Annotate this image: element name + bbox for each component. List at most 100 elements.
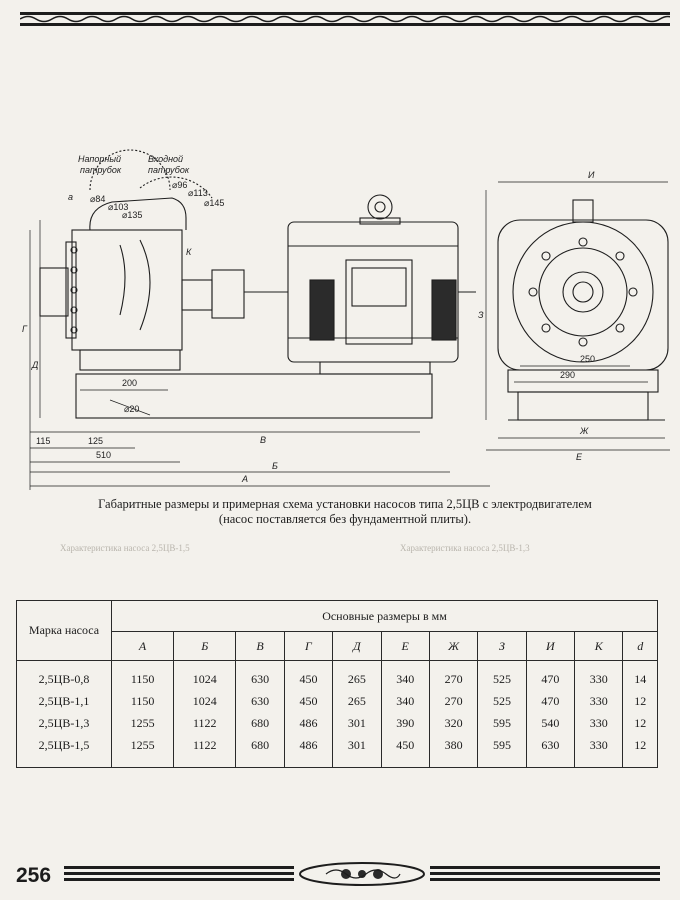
value-cell: 330 xyxy=(573,712,624,734)
bleed-through-text-right: Характеристика насоса 2,5ЦВ-1,3 xyxy=(400,543,530,553)
dim-letter-A: А xyxy=(241,474,248,484)
value-cell: 486 xyxy=(283,734,334,768)
col-header-E: Е xyxy=(380,631,430,661)
coupling xyxy=(181,269,288,319)
dim-290: 290 xyxy=(560,370,575,380)
col-header-V: В xyxy=(235,631,285,661)
bleed-through-text-left: Характеристика насоса 2,5ЦВ-1,5 xyxy=(60,543,190,553)
value-cell: 270 xyxy=(428,660,479,690)
dimensions-table: Марка насоса Основные размеры в мм А Б В… xyxy=(16,600,658,768)
dim-125: 125 xyxy=(88,436,103,446)
table-row: 2,5ЦВ-1,5 1255 1122 680 486 301 450 380 … xyxy=(16,734,658,768)
value-cell: 595 xyxy=(477,734,527,768)
value-cell: 14 xyxy=(622,660,658,690)
inlet-label-line1: Входной xyxy=(148,154,183,164)
flange-dim-145: ⌀145 xyxy=(204,198,224,208)
value-cell: 330 xyxy=(573,734,624,768)
value-cell: 486 xyxy=(283,712,334,734)
flange-dim-103: ⌀103 xyxy=(108,202,128,212)
caption-line-2: (насос поставляется без фундаментной пли… xyxy=(218,512,472,526)
value-cell: 450 xyxy=(283,690,334,712)
dim-letter-D: Д xyxy=(31,360,39,370)
bottom-ornament-band xyxy=(64,862,660,886)
value-cell: 1122 xyxy=(173,712,237,734)
dim-letter-a: а xyxy=(68,192,73,202)
value-cell: 470 xyxy=(525,660,576,690)
value-cell: 1122 xyxy=(173,734,237,768)
flange-dim-84: ⌀84 xyxy=(90,194,105,204)
value-cell: 1150 xyxy=(110,690,175,712)
dim-letter-G: Г xyxy=(22,324,28,334)
value-cell: 1150 xyxy=(110,660,175,690)
value-cell: 265 xyxy=(332,690,382,712)
col-header-Z: З xyxy=(477,631,527,661)
discharge-label-line1: Напорный xyxy=(78,154,121,164)
value-cell: 630 xyxy=(235,660,285,690)
pump-installation-drawing: Напорный патрубок Входной патрубок ⌀84 ⌀… xyxy=(22,149,670,490)
side-dimensions xyxy=(29,220,490,490)
col-header-D: Д xyxy=(332,631,382,661)
value-cell: 470 xyxy=(525,690,576,712)
col-header-G: Г xyxy=(283,631,334,661)
value-cell: 12 xyxy=(622,690,658,712)
dim-letter-Zh: Ж xyxy=(579,426,589,436)
value-cell: 540 xyxy=(525,712,576,734)
col-header-K: К xyxy=(573,631,624,661)
dimensions-group-header: Основные размеры в мм xyxy=(111,600,658,632)
discharge-label-line2: патрубок xyxy=(80,165,122,175)
col-header-A: А xyxy=(110,631,175,661)
motor-side-view xyxy=(287,194,476,375)
pump-front-view xyxy=(497,199,669,421)
dim-letter-Z: З xyxy=(478,310,484,320)
value-cell: 1024 xyxy=(173,690,237,712)
value-cell: 390 xyxy=(380,712,430,734)
dim-250: 250 xyxy=(580,354,595,364)
dim-115: 115 xyxy=(36,436,50,446)
dim-letter-I: И xyxy=(588,170,595,180)
col-header-d: d xyxy=(622,631,658,661)
table-row: 2,5ЦВ-1,1 1150 1024 630 450 265 340 270 … xyxy=(16,690,658,712)
value-cell: 680 xyxy=(235,712,285,734)
table-row: 2,5ЦВ-1,3 1255 1122 680 486 301 390 320 … xyxy=(16,712,658,734)
value-cell: 340 xyxy=(380,660,430,690)
flange-dim-135: ⌀135 xyxy=(122,210,142,220)
value-cell: 680 xyxy=(235,734,285,768)
value-cell: 595 xyxy=(477,712,527,734)
inlet-label-line2: патрубок xyxy=(148,165,190,175)
value-cell: 525 xyxy=(477,660,527,690)
model-cell: 2,5ЦВ-1,5 xyxy=(16,734,112,768)
dim-letter-V: В xyxy=(260,435,266,445)
dim-letter-K: К xyxy=(186,247,192,257)
top-ornament-band xyxy=(20,12,670,26)
col-header-I: И xyxy=(525,631,576,661)
value-cell: 330 xyxy=(573,660,624,690)
value-cell: 12 xyxy=(622,712,658,734)
col-header-Zh: Ж xyxy=(428,631,479,661)
value-cell: 380 xyxy=(428,734,479,768)
col-header-B: Б xyxy=(173,631,237,661)
caption-line-1: Габаритные размеры и примерная схема уст… xyxy=(98,497,592,511)
value-cell: 340 xyxy=(380,690,430,712)
dim-letter-B: Б xyxy=(272,461,278,471)
flange-dim-96: ⌀96 xyxy=(172,180,187,190)
value-cell: 1255 xyxy=(110,712,175,734)
dim-510: 510 xyxy=(96,450,111,460)
base-frame xyxy=(75,373,433,419)
value-cell: 1255 xyxy=(110,734,175,768)
value-cell: 265 xyxy=(332,660,382,690)
value-cell: 630 xyxy=(235,690,285,712)
model-column-header: Марка насоса xyxy=(16,600,112,661)
value-cell: 320 xyxy=(428,712,479,734)
value-cell: 630 xyxy=(525,734,576,768)
value-cell: 450 xyxy=(283,660,334,690)
model-cell: 2,5ЦВ-0,8 xyxy=(16,660,112,690)
figure-caption: Габаритные размеры и примерная схема уст… xyxy=(40,497,650,527)
value-cell: 301 xyxy=(332,712,382,734)
model-cell: 2,5ЦВ-1,3 xyxy=(16,712,112,734)
front-dimensions xyxy=(485,181,670,451)
model-cell: 2,5ЦВ-1,1 xyxy=(16,690,112,712)
dim-d20: ⌀20 xyxy=(124,404,139,414)
page-number: 256 xyxy=(16,864,52,887)
value-cell: 1024 xyxy=(173,660,237,690)
value-cell: 301 xyxy=(332,734,382,768)
